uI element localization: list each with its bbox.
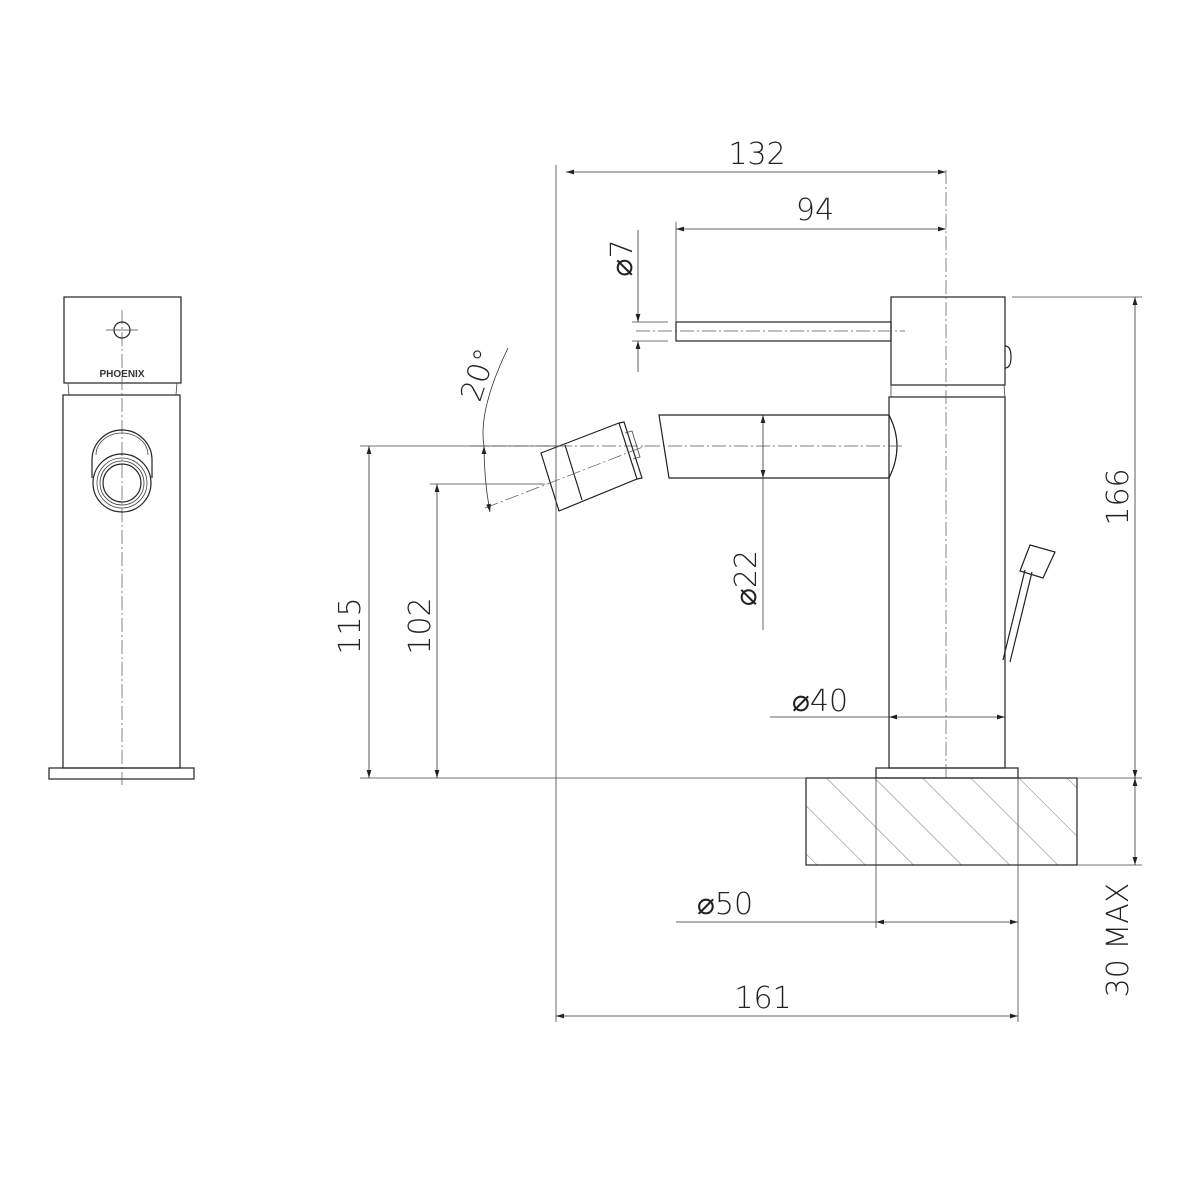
dim-115-label: 115 — [333, 597, 368, 654]
front-view: PHOENIX — [48, 296, 195, 785]
brand-logo: PHOENIX — [99, 369, 144, 380]
collar — [890, 384, 1006, 398]
dim-20deg-label: 20° — [454, 344, 504, 405]
front-aerator — [91, 429, 153, 513]
front-handle-cap — [63, 296, 182, 384]
dim-30max-label: 30 MAX — [1101, 883, 1136, 998]
dim-161-label: 161 — [734, 981, 791, 1016]
dim-40-label: ⌀40 — [792, 684, 848, 719]
dim-94-label: 94 — [796, 193, 834, 228]
dim-102-label: 102 — [403, 597, 438, 654]
dimension-lines — [366, 169, 1138, 1019]
aerator — [484, 421, 649, 512]
extension-lines — [360, 165, 1142, 1022]
side-view — [470, 170, 1078, 866]
body — [888, 396, 1006, 769]
base-plate — [875, 767, 1019, 779]
front-body — [62, 394, 181, 769]
spout — [658, 414, 898, 479]
dim-166-label: 166 — [1101, 468, 1136, 525]
dimension-labels: 132 94 ⌀7 20° 115 102 ⌀22 ⌀40 166 30 MAX… — [333, 137, 1136, 1016]
button — [1004, 345, 1012, 369]
dim-20deg-arc — [481, 445, 491, 513]
lever — [675, 321, 892, 342]
dim-132-label: 132 — [728, 137, 785, 172]
front-collar — [67, 382, 178, 396]
front-base — [48, 767, 195, 780]
pop-up-rod — [1002, 544, 1056, 663]
dim-50-label: ⌀50 — [697, 887, 753, 922]
handle-cap — [890, 296, 1006, 386]
dim-7-label: ⌀7 — [605, 239, 640, 276]
dim-22-label: ⌀22 — [729, 550, 764, 606]
mount-surface — [806, 778, 1077, 865]
